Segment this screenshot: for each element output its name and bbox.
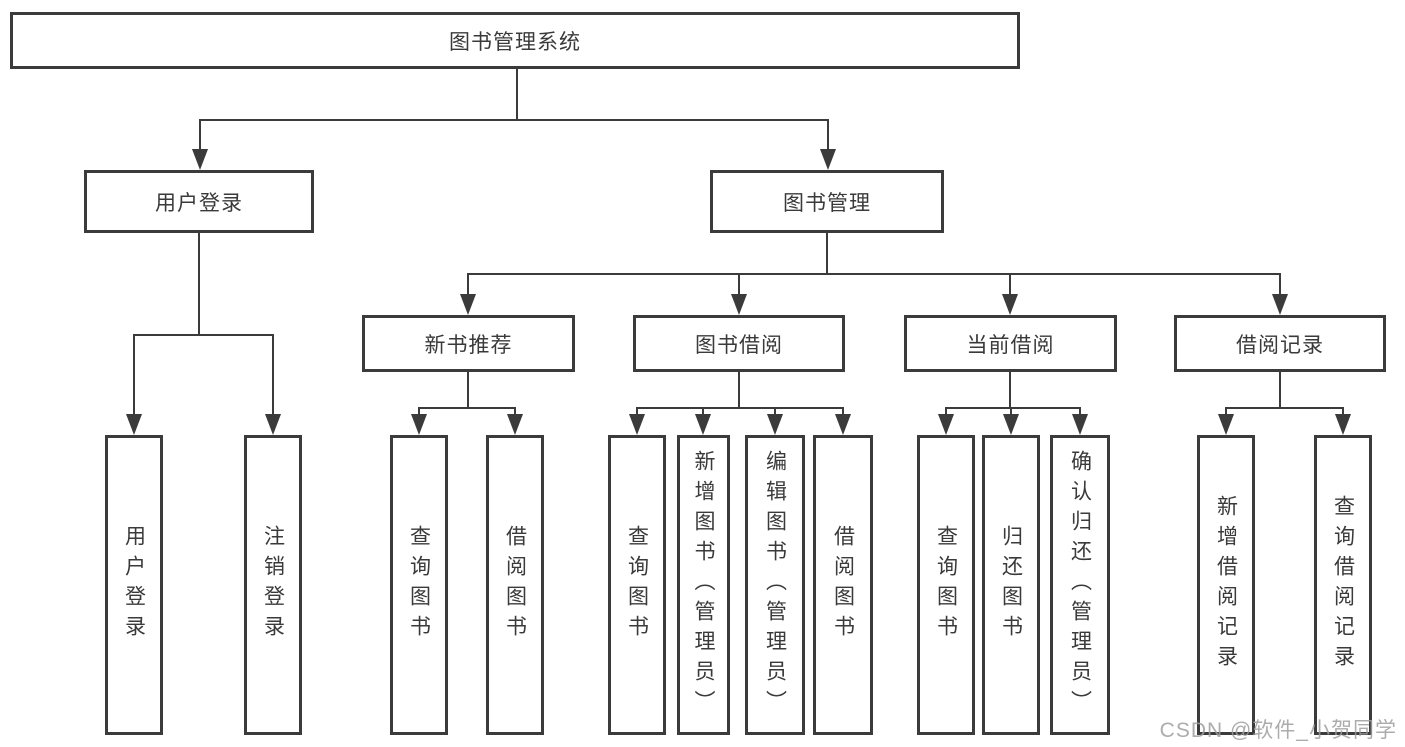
watermark: CSDN @软件_小贺同学	[1159, 719, 1397, 742]
node-library-system: 图书管理系统	[10, 12, 1020, 69]
connector-drop-new-book	[467, 273, 469, 297]
leaf-label: 借阅图书	[503, 525, 527, 645]
connector-drop	[774, 407, 776, 416]
leaf-label: 查询图书	[934, 525, 958, 645]
leaf-label: 借阅图书	[831, 525, 855, 645]
leaf-logout: 注销登录	[244, 435, 302, 735]
connector-root-stem	[516, 68, 518, 121]
node-book-borrow: 图书借阅	[633, 315, 845, 372]
node-label: 图书借阅	[695, 333, 783, 357]
node-user-login: 用户登录	[84, 170, 314, 233]
arrow-down-icon	[767, 414, 783, 435]
connector-drop	[1079, 407, 1081, 416]
leaf-label: 新增借阅记录	[1214, 495, 1238, 675]
node-book-management: 图书管理	[710, 170, 944, 233]
leaf-label: 归还图书	[999, 525, 1023, 645]
arrow-down-icon	[126, 414, 142, 435]
connector-book-borrow-bar	[636, 407, 844, 409]
node-label: 当前借阅	[966, 333, 1055, 357]
connector-drop-current-borrow	[1009, 273, 1011, 297]
connector-drop	[636, 407, 638, 416]
arrow-down-icon	[460, 294, 476, 315]
arrow-down-icon	[1335, 414, 1351, 435]
leaf-confirm-return-admin: 确认归还（管理员）	[1050, 435, 1110, 735]
leaf-label: 用户登录	[122, 525, 146, 645]
connector-current-borrow-bar	[945, 407, 1081, 409]
arrow-down-icon	[1072, 414, 1088, 435]
arrow-down-icon	[265, 414, 281, 435]
leaf-return-book: 归还图书	[982, 435, 1040, 735]
node-borrow-records: 借阅记录	[1174, 315, 1386, 372]
leaf-label: 查询图书	[625, 525, 649, 645]
connector-drop-book-borrow	[738, 273, 740, 297]
connector-book-management-stem	[826, 233, 828, 275]
leaf-label: 确认归还（管理员）	[1068, 450, 1092, 720]
node-label: 新书推荐	[424, 333, 513, 357]
leaf-add-book-admin: 新增图书（管理员）	[677, 435, 730, 735]
leaf-query-books-current: 查询图书	[917, 435, 975, 735]
arrow-down-icon	[629, 414, 645, 435]
connector-user-login-bar	[133, 334, 274, 336]
leaf-edit-book-admin: 编辑图书（管理员）	[745, 435, 805, 735]
leaf-label: 查询借阅记录	[1331, 495, 1355, 675]
connector-borrow-records-stem	[1279, 372, 1281, 409]
arrow-down-icon	[1002, 294, 1018, 315]
arrow-down-icon	[1218, 414, 1234, 435]
node-label: 用户登录	[155, 191, 243, 215]
arrow-down-icon	[835, 414, 851, 435]
connector-drop	[945, 407, 947, 416]
leaf-borrow-books-newbook: 借阅图书	[486, 435, 544, 735]
connector-level3-bar	[467, 273, 1281, 275]
leaf-label: 注销登录	[261, 525, 285, 645]
connector-drop-user-login	[199, 119, 201, 152]
node-label: 图书管理	[783, 191, 871, 215]
node-label: 图书管理系统	[449, 30, 581, 54]
connector-drop-leaf-logout	[272, 334, 274, 416]
leaf-label: 编辑图书（管理员）	[763, 450, 787, 720]
arrow-down-icon	[938, 414, 954, 435]
connector-borrow-records-bar	[1225, 407, 1344, 409]
leaf-user-login: 用户登录	[105, 435, 163, 735]
leaf-label: 查询图书	[407, 525, 431, 645]
connector-drop	[1010, 407, 1012, 416]
node-new-book-recommend: 新书推荐	[362, 315, 575, 372]
node-current-borrow: 当前借阅	[904, 315, 1117, 372]
connector-user-login-stem	[198, 233, 200, 336]
connector-drop	[842, 407, 844, 416]
connector-current-borrow-stem	[1009, 372, 1011, 409]
connector-level2-bar	[199, 119, 829, 121]
connector-drop-book-management	[827, 119, 829, 152]
connector-drop	[1342, 407, 1344, 416]
leaf-query-books-newbook: 查询图书	[390, 435, 448, 735]
connector-book-borrow-stem	[738, 372, 740, 409]
arrow-down-icon	[695, 414, 711, 435]
connector-drop-borrow-records	[1279, 273, 1281, 297]
arrow-down-icon	[1272, 294, 1288, 315]
connector-drop-leaf-login	[133, 334, 135, 416]
leaf-add-borrow-record: 新增借阅记录	[1197, 435, 1255, 735]
connector-drop	[702, 407, 704, 416]
leaf-borrow-books-borrow: 借阅图书	[813, 435, 873, 735]
arrow-down-icon	[731, 294, 747, 315]
node-label: 借阅记录	[1236, 333, 1324, 357]
leaf-query-books-borrow: 查询图书	[608, 435, 666, 735]
connector-drop	[418, 407, 420, 416]
connector-new-book-stem	[467, 372, 469, 409]
connector-drop	[514, 407, 516, 416]
arrow-down-icon	[820, 149, 836, 170]
arrow-down-icon	[411, 414, 427, 435]
arrow-down-icon	[1003, 414, 1019, 435]
leaf-query-borrow-record: 查询借阅记录	[1314, 435, 1372, 735]
connector-drop	[1225, 407, 1227, 416]
arrow-down-icon	[192, 149, 208, 170]
leaf-label: 新增图书（管理员）	[692, 450, 715, 720]
arrow-down-icon	[507, 414, 523, 435]
connector-new-book-bar	[418, 407, 516, 409]
